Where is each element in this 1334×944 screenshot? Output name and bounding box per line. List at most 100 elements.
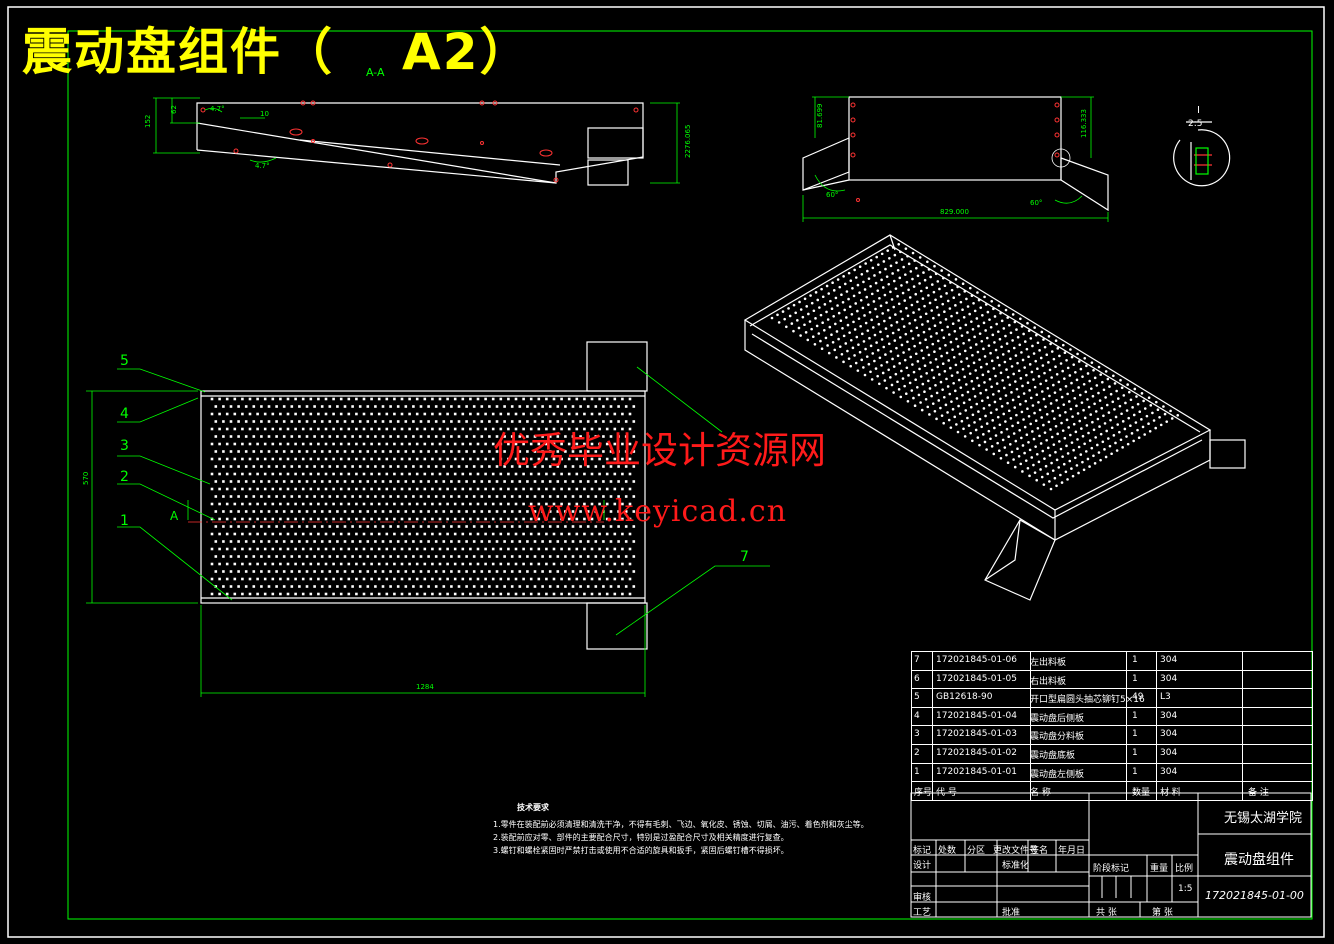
iso-hole xyxy=(1021,384,1024,388)
plan-hole xyxy=(370,397,373,401)
plan-hole xyxy=(275,525,278,528)
iso-hole xyxy=(1078,393,1082,397)
plan-hole xyxy=(419,435,423,438)
plan-hole xyxy=(480,525,484,528)
plan-hole xyxy=(628,472,632,476)
plan-hole xyxy=(628,397,632,401)
plan-hole xyxy=(586,495,590,498)
iso-hole xyxy=(1009,331,1013,335)
iso-hole xyxy=(912,396,915,400)
iso-hole xyxy=(1080,427,1083,430)
iso-hole xyxy=(1034,359,1038,363)
plan-hole xyxy=(453,502,457,506)
iso-hole xyxy=(1031,344,1034,348)
plan-hole xyxy=(241,532,244,536)
iso-hole xyxy=(1066,452,1070,455)
plan-hole xyxy=(507,397,510,401)
plan-hole xyxy=(567,577,571,581)
iso-hole xyxy=(974,428,978,432)
plan-hole xyxy=(472,435,476,438)
iso-hole xyxy=(1121,420,1125,423)
plan-hole xyxy=(400,577,404,581)
plan-hole xyxy=(362,427,366,431)
plan-hole xyxy=(328,435,332,438)
plan-hole xyxy=(522,547,525,551)
iso-hole xyxy=(854,276,858,279)
plan-hole xyxy=(427,480,430,483)
plan-hole xyxy=(613,592,617,596)
plan-hole xyxy=(358,495,362,498)
plan-hole xyxy=(453,442,457,446)
plan-hole xyxy=(442,570,446,573)
plan-hole xyxy=(263,397,267,401)
plan-hole xyxy=(586,465,590,468)
plan-hole xyxy=(457,465,461,468)
plan-hole xyxy=(480,435,484,438)
plan-hole xyxy=(461,427,465,431)
iso-hole xyxy=(1136,428,1139,432)
iso-hole xyxy=(979,306,983,309)
plan-hole xyxy=(412,510,415,513)
plan-hole xyxy=(290,480,294,483)
plan-hole xyxy=(332,442,335,446)
parts-cell-qty: 49 xyxy=(1132,692,1144,703)
iso-hole xyxy=(1030,456,1034,459)
plan-hole xyxy=(256,577,259,581)
iso-hole xyxy=(1014,380,1017,383)
plan-hole xyxy=(324,442,328,446)
plan-hole xyxy=(279,487,282,491)
plan-hole xyxy=(495,585,499,588)
iso-hole xyxy=(947,359,951,362)
plan-hole xyxy=(260,465,263,468)
plan-hole xyxy=(309,502,313,506)
iso-hole xyxy=(1070,467,1073,470)
plan-hole xyxy=(598,592,601,596)
plan-hole xyxy=(514,457,518,461)
iso-hole xyxy=(993,400,997,404)
plan-hole xyxy=(567,472,571,476)
iso-hole xyxy=(1154,426,1157,430)
plan-hole xyxy=(602,570,605,573)
plan-hole xyxy=(480,465,484,468)
iso-hole xyxy=(842,275,845,278)
plan-hole xyxy=(328,450,332,453)
plan-hole xyxy=(465,420,468,423)
plan-hole xyxy=(472,555,476,558)
plan-hole xyxy=(560,547,563,551)
iso-hole xyxy=(946,325,949,329)
plan-hole xyxy=(237,525,240,528)
plan-hole xyxy=(567,427,571,431)
iso-hole xyxy=(972,361,976,365)
plan-hole xyxy=(491,517,495,521)
iso-hole xyxy=(1110,426,1114,430)
iso-hole xyxy=(1060,481,1064,484)
parts-cell-code: GB12618-90 xyxy=(936,692,993,703)
iso-hole xyxy=(845,290,849,293)
plan-hole xyxy=(244,555,248,558)
iso-hole xyxy=(1099,458,1102,462)
plan-hole xyxy=(586,450,590,453)
iso-hole xyxy=(1140,392,1144,395)
plan-hole xyxy=(499,592,503,596)
plan-hole xyxy=(324,562,328,566)
plan-hole xyxy=(465,450,468,453)
iso-hole xyxy=(1023,366,1027,369)
plan-hole xyxy=(225,397,229,401)
plan-hole xyxy=(362,412,366,416)
iso-hole xyxy=(957,378,961,382)
iso-hole xyxy=(928,327,931,331)
plan-hole xyxy=(260,555,263,558)
plan-hole xyxy=(438,472,442,476)
plan-hole xyxy=(621,457,624,461)
plan-hole xyxy=(522,562,525,566)
iso-hole xyxy=(927,294,930,297)
iso-hole xyxy=(968,398,971,401)
plan-hole xyxy=(408,577,411,581)
plan-hole xyxy=(484,577,487,581)
iso-hole xyxy=(926,405,930,409)
plan-hole xyxy=(248,412,252,416)
plan-hole xyxy=(564,480,567,483)
plan-hole xyxy=(355,442,358,446)
plan-hole xyxy=(385,412,389,416)
plan-hole xyxy=(548,480,552,483)
